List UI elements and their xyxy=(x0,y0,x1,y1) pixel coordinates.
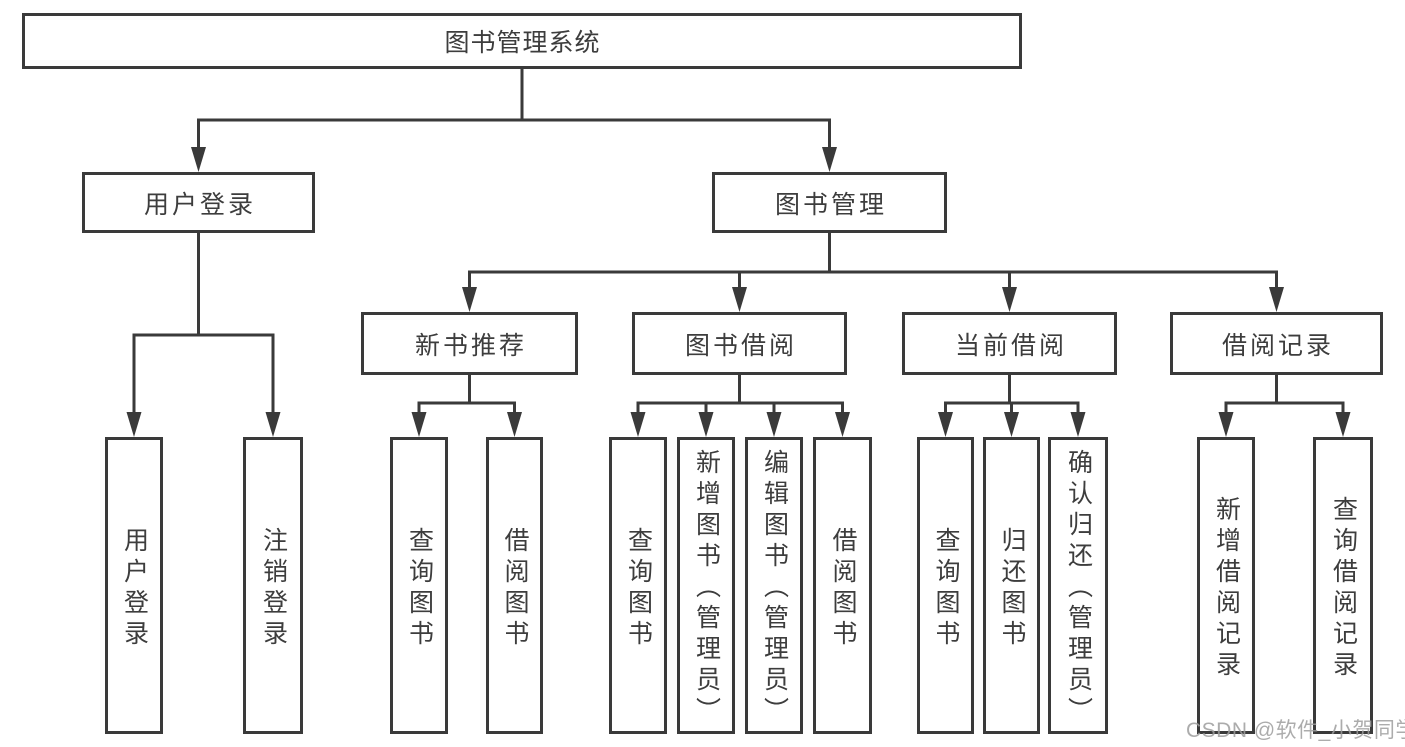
leaf-add-borrowing-record-label: 新增借阅记录 xyxy=(1212,495,1241,682)
watermark: CSDN @软件_小贺同学 xyxy=(1186,719,1405,742)
leaf-return-books-label: 归还图书 xyxy=(998,526,1026,651)
leaf-confirm-return-admin-label: 确认归还（管理员） xyxy=(1064,449,1093,728)
node-current-borrowing: 当前借阅 xyxy=(902,312,1117,375)
node-library-management-system: 图书管理系统 xyxy=(22,13,1022,69)
leaf-add-borrowing-record: 新增借阅记录 xyxy=(1197,437,1255,734)
node-new-book-recommendation: 新书推荐 xyxy=(361,312,578,375)
leaf-user-login: 用户登录 xyxy=(105,437,163,734)
leaf-query-borrowing-record-label: 查询借阅记录 xyxy=(1329,495,1358,682)
leaf-borrow-books-borrowing: 借阅图书 xyxy=(813,437,872,734)
leaf-add-book-admin: 新增图书（管理员） xyxy=(677,437,735,734)
leaf-query-books-borrowing: 查询图书 xyxy=(609,437,667,734)
leaf-query-books-current-label: 查询图书 xyxy=(932,526,960,651)
node-user-login: 用户登录 xyxy=(82,172,315,233)
leaf-add-book-admin-label: 新增图书（管理员） xyxy=(692,449,721,728)
leaf-borrow-books-borrowing-label: 借阅图书 xyxy=(829,526,857,651)
leaf-query-borrowing-record: 查询借阅记录 xyxy=(1313,437,1373,734)
node-book-management: 图书管理 xyxy=(712,172,947,233)
leaf-edit-book-admin-label: 编辑图书（管理员） xyxy=(760,449,789,728)
leaf-query-books-recommend-label: 查询图书 xyxy=(405,526,434,651)
leaf-confirm-return-admin: 确认归还（管理员） xyxy=(1048,437,1108,734)
leaf-logout-login: 注销登录 xyxy=(243,437,303,734)
leaf-query-books-recommend: 查询图书 xyxy=(390,437,448,734)
node-borrowing-records: 借阅记录 xyxy=(1170,312,1383,375)
leaf-query-books-current: 查询图书 xyxy=(917,437,974,734)
leaf-borrow-books-recommend-label: 借阅图书 xyxy=(501,526,529,651)
leaf-query-books-borrowing-label: 查询图书 xyxy=(624,526,653,651)
leaf-user-login-label: 用户登录 xyxy=(120,526,149,651)
leaf-borrow-books-recommend: 借阅图书 xyxy=(486,437,543,734)
leaf-return-books: 归还图书 xyxy=(983,437,1040,734)
leaf-edit-book-admin: 编辑图书（管理员） xyxy=(745,437,803,734)
leaf-logout-login-label: 注销登录 xyxy=(259,526,288,651)
node-book-borrowing: 图书借阅 xyxy=(632,312,847,375)
